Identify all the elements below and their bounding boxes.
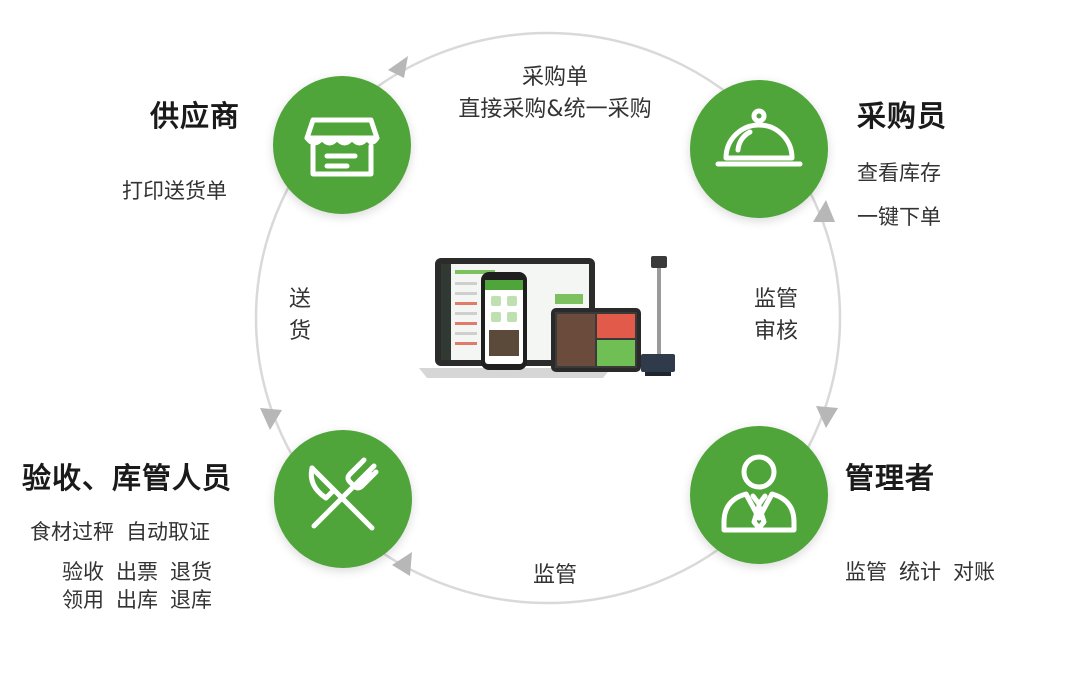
inspector-desc-line-1: 食材过秤自动取证: [30, 517, 210, 547]
inspector-desc-line-2: 验收出票退货: [62, 557, 212, 587]
inspector-desc-item: 出票: [116, 560, 158, 584]
inspector-desc-item: 验收: [62, 560, 104, 584]
buyer-desc-1: 查看库存: [857, 161, 941, 185]
manager-person-icon: [721, 454, 797, 533]
buyer-title: 采购员: [857, 99, 948, 133]
manager-title: 管理者: [845, 461, 936, 495]
buyer-desc-2: 一键下单: [857, 205, 941, 229]
fork-knife-icon: [308, 457, 379, 531]
manager-desc-item: 对账: [953, 560, 995, 584]
inspector-node[interactable]: [274, 430, 412, 568]
inspector-desc-item: 食材过秤: [30, 520, 114, 544]
inspector-desc-item: 出库: [116, 588, 158, 612]
storefront-icon: [304, 117, 380, 177]
flow-label-left: 送货: [288, 287, 311, 344]
manager-node[interactable]: [690, 426, 828, 564]
devices-illustration-icon: [419, 256, 675, 378]
flow-label-top-line-1: 采购单: [521, 65, 588, 90]
inspector-desc-item: 领用: [62, 588, 104, 612]
flow-label-bottom: 监管: [533, 563, 578, 588]
arrow-head-bottom: [392, 552, 412, 576]
manager-desc-item: 统计: [899, 560, 941, 584]
supplier-node[interactable]: [273, 76, 411, 214]
arrow-head-left: [260, 408, 282, 430]
inspector-desc-item: 自动取证: [126, 520, 210, 544]
inspector-desc-item: 退库: [170, 588, 212, 612]
arrow-head-top: [388, 56, 408, 78]
inspector-desc-line-3: 领用出库退库: [62, 585, 212, 615]
supplier-desc: 打印送货单: [122, 179, 227, 203]
flow-label-right: 监管 审核: [748, 284, 804, 348]
arrow-head-right-lower: [816, 406, 838, 428]
supplier-title: 供应商: [150, 99, 241, 133]
food-cloche-icon: [715, 108, 803, 167]
manager-desc: 监管统计对账: [845, 557, 995, 587]
inspector-desc-item: 退货: [170, 560, 212, 584]
buyer-node[interactable]: [690, 80, 828, 218]
flow-label-top: 采购单 直接采购&统一采购: [440, 62, 670, 126]
inspector-title: 验收、库管人员: [22, 461, 233, 495]
flow-label-right-line-2: 审核: [753, 319, 798, 344]
flow-ring-path: [254, 31, 842, 605]
flow-label-top-line-2: 直接采购&统一采购: [458, 97, 652, 122]
flow-label-right-line-1: 监管: [753, 287, 798, 312]
manager-desc-item: 监管: [845, 560, 887, 584]
arrow-head-right: [813, 200, 835, 222]
